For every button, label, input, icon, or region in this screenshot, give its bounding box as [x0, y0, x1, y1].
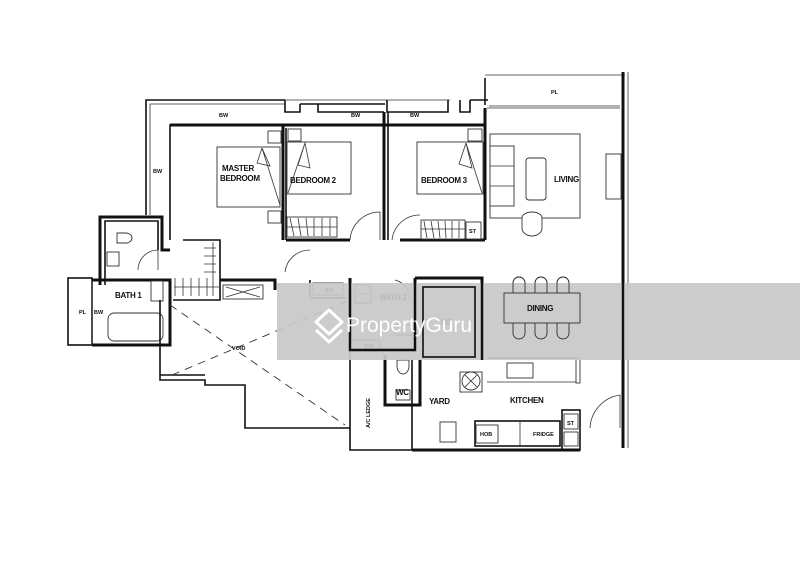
bay-window-label-bath: BW: [94, 310, 104, 316]
bay-window-label-bedroom-2: BW: [351, 113, 361, 119]
bath-1-label: BATH 1: [115, 291, 142, 300]
bedroom-2-bed: [286, 128, 352, 238]
walk-in-wardrobe: [173, 239, 277, 301]
watermark-band: [277, 283, 800, 360]
living-furniture: [489, 105, 622, 237]
bedroom-3-label: BEDROOM 3: [421, 176, 468, 185]
wc-label: WC: [396, 388, 409, 397]
hob-label: HOB: [480, 432, 492, 438]
bedroom-walls: [169, 108, 487, 242]
living-label: LIVING: [554, 175, 579, 184]
bay-window-label-master: BW: [219, 113, 229, 119]
planter-label-living: PL: [551, 90, 559, 96]
planter-label-bath: PL: [79, 310, 87, 316]
bath-1-walls: [67, 215, 172, 347]
kitchen-label: KITCHEN: [510, 396, 544, 405]
ac-ledge-label: A/C LEDGE: [366, 398, 372, 428]
bedroom-3-bed: [416, 128, 484, 240]
living-planter: [484, 72, 629, 448]
dining-label: DINING: [527, 304, 553, 313]
fridge-label: FRIDGE: [533, 432, 554, 438]
bedroom-2-label: BEDROOM 2: [290, 176, 337, 185]
void-label: VOID: [232, 346, 245, 352]
service-area: [349, 350, 580, 452]
store-label-bedroom-3: ST: [469, 229, 477, 235]
master-bedroom-label-2: BEDROOM: [220, 174, 260, 183]
watermark-text: PropertyGuru: [346, 314, 472, 337]
dining-table-overlay: [348, 276, 625, 360]
master-bedroom-label-1: MASTER: [222, 164, 255, 173]
store-label-kitchen: ST: [567, 421, 575, 427]
propertyguru-logo-icon: [314, 308, 344, 344]
bay-window-label-master-side: BW: [153, 169, 163, 175]
master-bed: [216, 130, 282, 224]
yard-label: YARD: [429, 397, 450, 406]
bay-window-label-bedroom-3: BW: [410, 113, 420, 119]
